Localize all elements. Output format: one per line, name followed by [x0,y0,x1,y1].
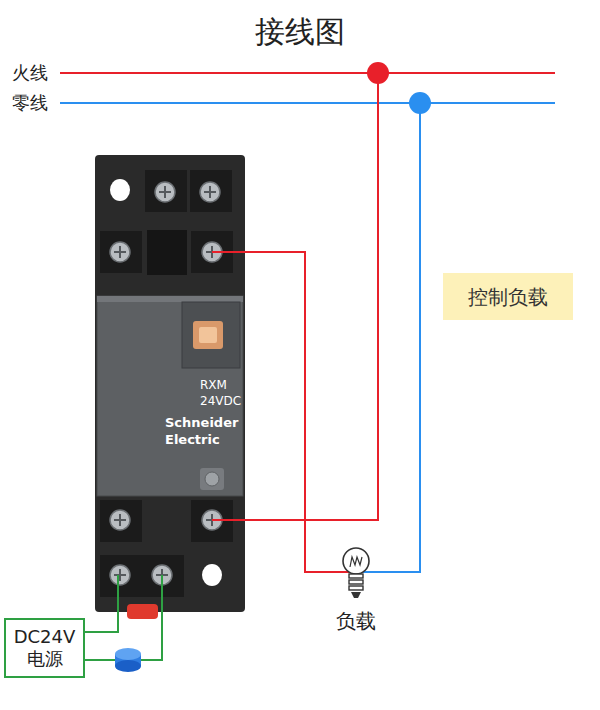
mounting-hole [202,564,222,586]
load-label: 负载 [330,607,382,635]
lamp-art [330,545,382,605]
lamp-base [349,586,363,590]
lamp-bulb [343,548,369,574]
neutral-wire [382,103,420,572]
power-box: DC24V 电源 [4,618,85,678]
terminal-recess [100,500,142,542]
diagram-title: 接线图 [255,12,345,52]
terminal-screw [110,510,130,530]
terminal-screw [155,182,175,202]
terminal-recess [100,555,142,597]
indicator-led [193,321,223,349]
lamp-filament [350,557,362,567]
test-button [200,468,224,490]
load-lamp: 负载 [330,545,382,641]
terminal-screw [202,510,222,530]
lamp-wire-stub [330,571,349,573]
neutral-junction-dot [409,92,431,114]
module-highlight [97,296,243,302]
brand-text: Schneider Electric [165,414,239,448]
lamp-symbol [330,545,382,605]
coil-wire-stub [161,575,163,612]
note-box: 控制负载 [443,273,573,320]
label-wrap: 火线 [12,62,48,84]
wire-connector [85,612,118,632]
coil-wire-stub [117,575,119,612]
terminal-recess [190,170,232,212]
terminal-screw [152,565,172,585]
lamp-base [349,580,363,584]
terminal-recess [191,500,233,542]
base-slot [147,230,187,275]
indicator-window [182,302,240,368]
push-button-top [115,648,141,660]
terminal-recess [191,231,233,273]
box-text: 控制负载 [468,285,548,309]
terminal-screw [110,565,130,585]
model-text: RXM 24VDC [200,377,252,409]
test-button-cap [205,472,219,486]
line-label: 火线 [12,62,48,84]
live-line [60,72,555,74]
lamp-base [349,574,363,578]
push-button-body [115,654,141,666]
lamp-tip [351,592,361,598]
terminal-recess [100,231,142,273]
terminal-screw [110,242,130,262]
relay-wire-stub [212,251,245,253]
release-tab [127,604,158,619]
label-wrap: 零线 [12,92,48,114]
terminal-screw [202,242,222,262]
terminal-screw [200,182,220,202]
indicator-led-core [199,327,217,343]
terminal-recess [142,555,184,597]
title-wrap: 接线图 [0,12,600,52]
wire-connector [85,612,162,660]
wire-connector [245,252,330,572]
push-button-bottom [115,660,141,672]
live-junction-dot [367,62,389,84]
mounting-hole [110,179,130,201]
neutral-line [60,102,555,104]
relay-module: RXM 24VDCSchneider Electric [95,155,245,612]
terminal-recess [145,170,187,212]
lamp-wire-stub [363,571,382,573]
live-wire [212,73,378,520]
box-text: DC24V 电源 [12,626,77,670]
line-label: 零线 [12,92,48,114]
